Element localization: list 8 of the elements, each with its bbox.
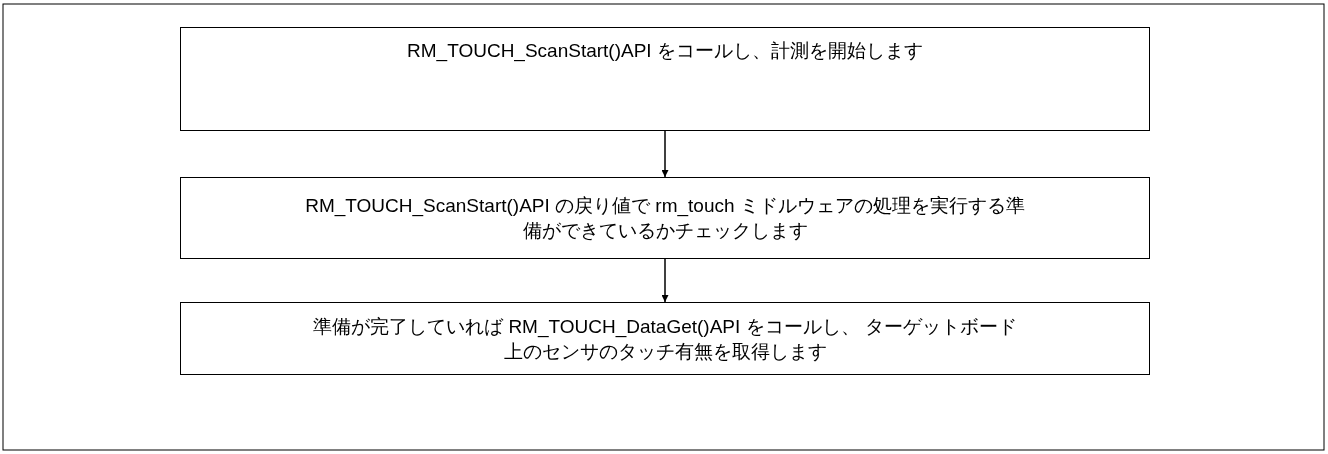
process-box (180, 302, 1150, 375)
box-text: RM_TOUCH_ScanStart()API の戻り値で rm_touch ミドルウェアの処理を実行する準備ができているかチェックします (305, 194, 1025, 243)
box-text: RM_TOUCH_ScanStart()API をコールし、計測を開始します (406, 39, 924, 63)
arrow (661, 258, 669, 303)
box-text: 準備が完了していれば RM_TOUCH_DataGet()API をコールし、 ターゲットボード上のセンサのタッチ有無を取得します (312, 314, 1018, 364)
process-box (180, 177, 1150, 259)
process-box (180, 27, 1150, 131)
arrow (661, 130, 669, 178)
